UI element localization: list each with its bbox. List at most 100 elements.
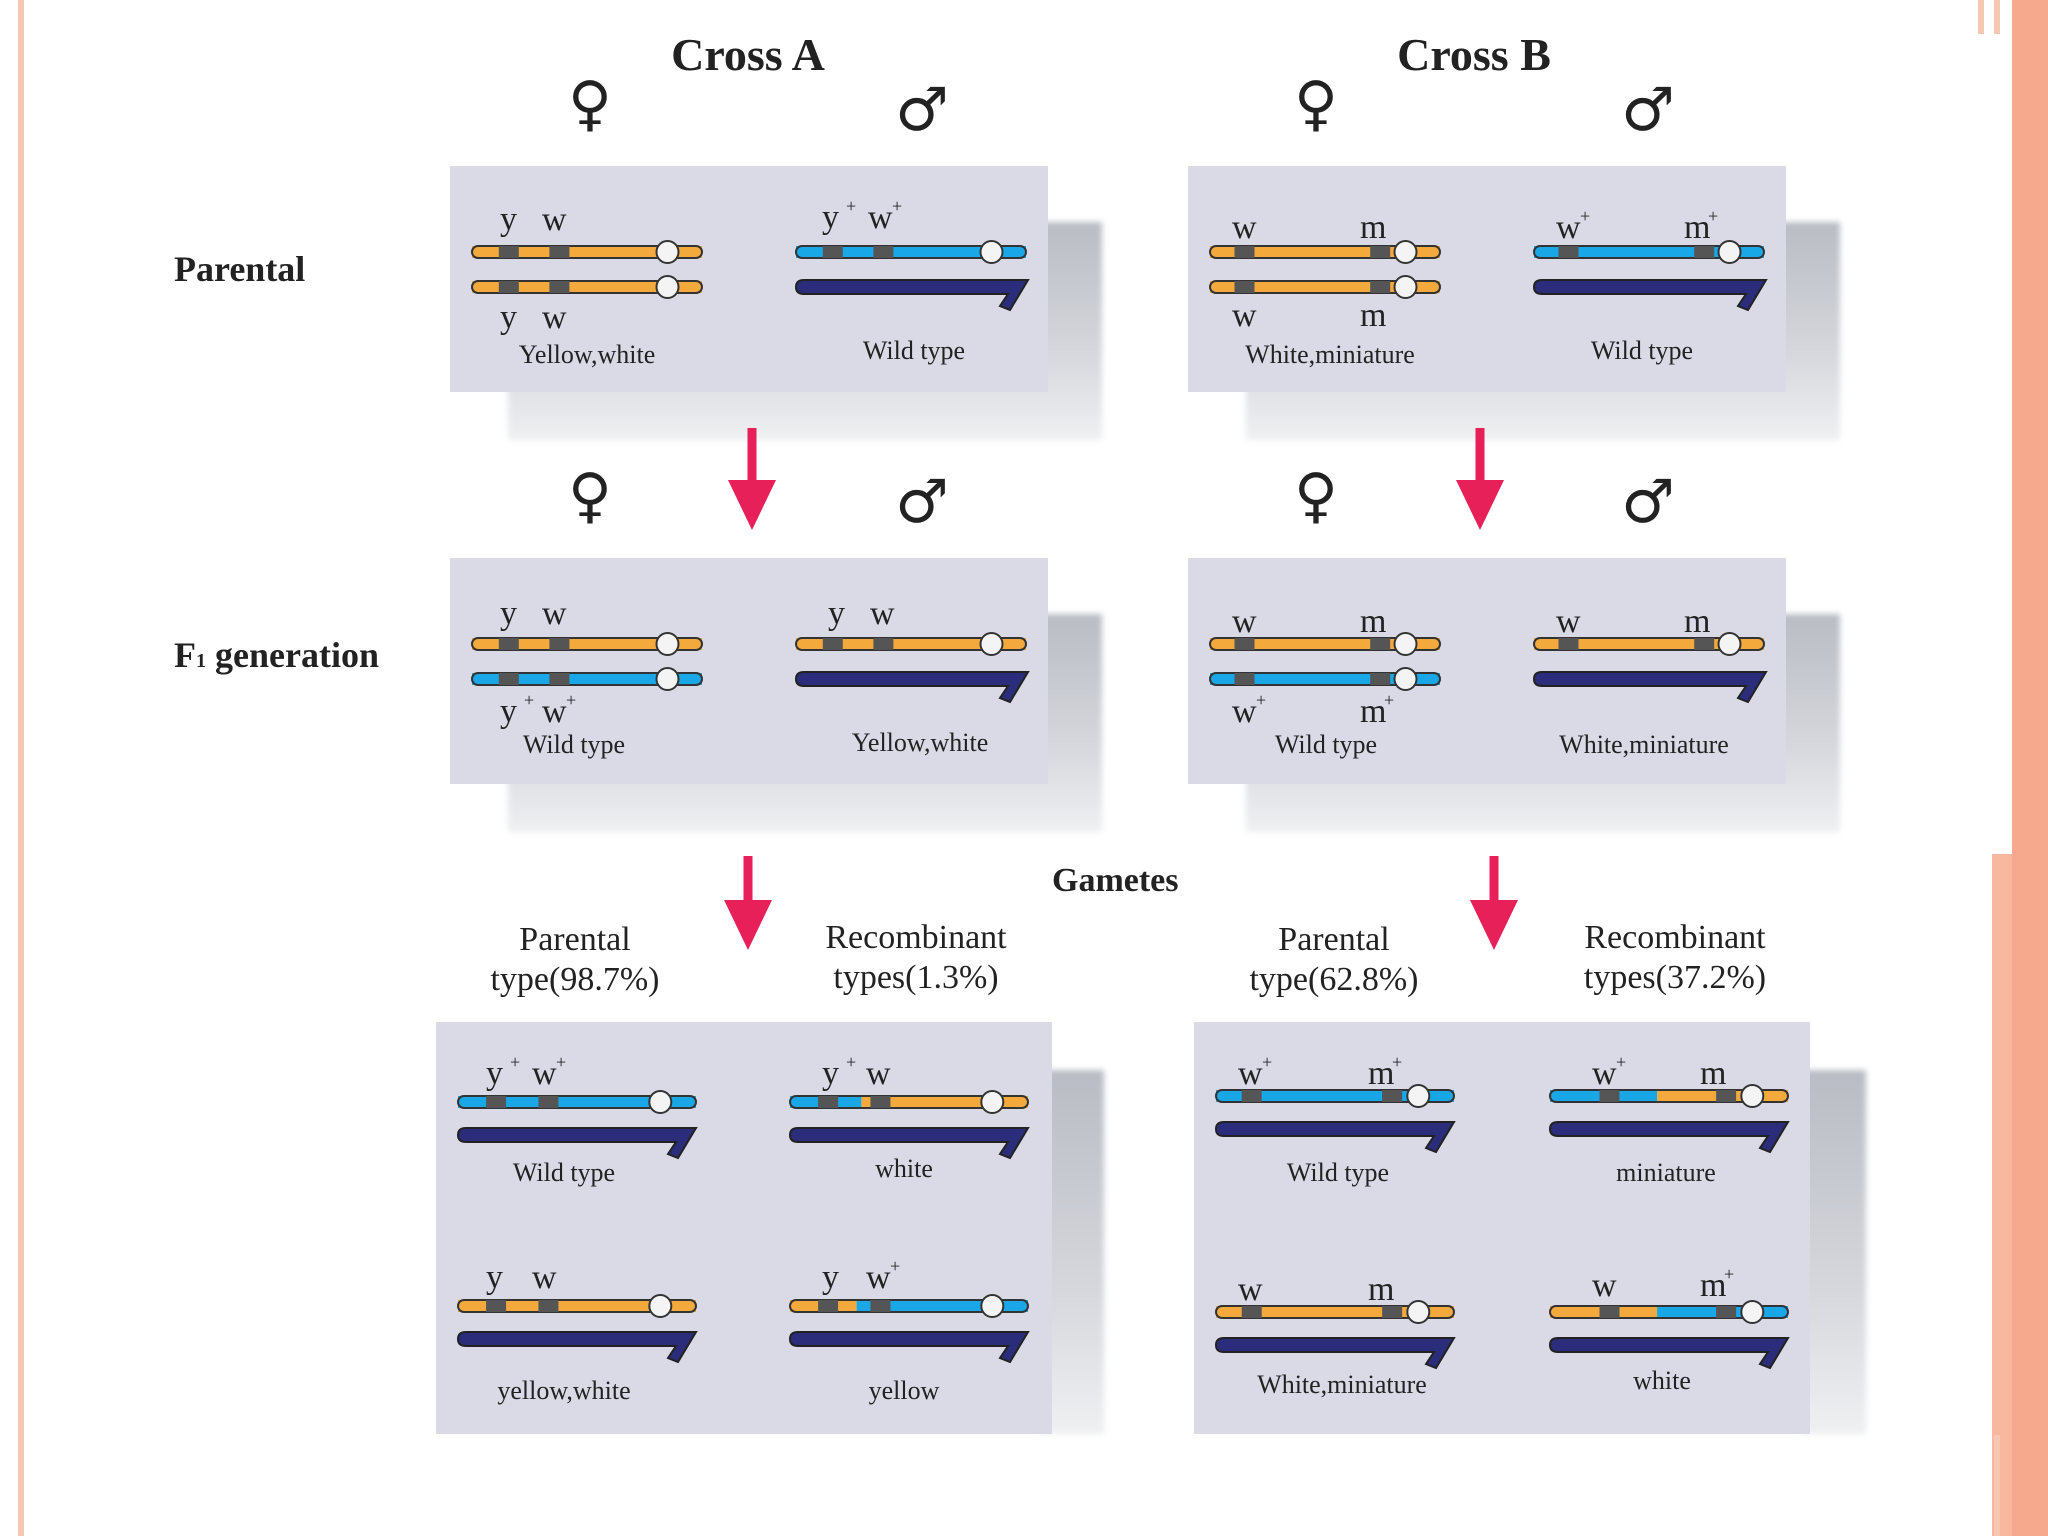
gene-label-y: y (500, 299, 517, 336)
svg-text:w: w (542, 595, 567, 632)
centromere (1717, 240, 1742, 264)
svg-text:+: + (890, 1256, 900, 1276)
x-chromosome (471, 632, 703, 656)
male-symbol: ♂ (895, 467, 949, 537)
svg-text:y: y (822, 1259, 839, 1296)
y-chromosome (456, 1331, 698, 1364)
right-border-stripe (1978, 0, 1984, 34)
svg-text:w: w (1238, 1271, 1263, 1308)
female-symbol: ♀ (568, 69, 612, 139)
gene-label-w-plus: w+ (532, 1052, 566, 1092)
svg-text:+: + (1580, 206, 1590, 226)
centromere (1406, 1300, 1431, 1324)
x-chromosome (1549, 1300, 1789, 1324)
svg-text:w: w (868, 199, 893, 236)
cross-b-f1-male-label: White,miniature (1559, 730, 1729, 759)
svg-text:+: + (510, 1052, 520, 1072)
gene-label-w-plus: w+ (1232, 690, 1266, 730)
cross-a-gamete-white-label: white (875, 1154, 933, 1183)
y-chromosome (794, 279, 1030, 312)
cross-a-gametes-panel (436, 1022, 1052, 1434)
cross-a-gamete-wild-type-label: Wild type (512, 1158, 616, 1187)
gene-label-w-plus: w+ (1592, 1052, 1626, 1092)
cross-b-gamete-white-label: white (1633, 1366, 1691, 1395)
svg-text:+: + (1384, 690, 1394, 710)
centromere (655, 632, 680, 656)
cross-b-f1-female-label: Wild type (1274, 730, 1378, 759)
svg-text:+: + (1724, 1264, 1734, 1284)
centromere (1393, 667, 1418, 691)
gene-label-m: m (1360, 603, 1386, 640)
svg-text:m: m (1684, 603, 1710, 640)
gene-label-w: w (1232, 603, 1257, 640)
x-chromosome (1209, 240, 1441, 264)
x-chromosome (1549, 1084, 1789, 1108)
gene-label-w: w (870, 595, 895, 632)
svg-text:w: w (1232, 209, 1257, 246)
gene-label-w: w (532, 1259, 557, 1296)
right-border-stripe (1994, 1435, 2000, 1536)
centromere (655, 240, 680, 264)
centromere (1740, 1300, 1765, 1324)
svg-text:w: w (1556, 603, 1581, 640)
svg-text:w: w (532, 1055, 557, 1092)
y-chromosome (788, 1127, 1030, 1160)
y-chromosome (456, 1127, 698, 1160)
svg-text:y: y (822, 1055, 839, 1092)
chromosome-layer (456, 240, 1790, 1370)
svg-text:w: w (1592, 1267, 1617, 1304)
row-label-f1-generation: F1 generation (174, 635, 379, 675)
left-border-stripe (18, 0, 24, 1536)
svg-text:+: + (524, 690, 534, 710)
svg-text:+: + (892, 196, 902, 216)
x-chromosome (1209, 632, 1441, 656)
svg-text:w: w (1238, 1055, 1263, 1092)
gene-label-y-plus: y+ (822, 196, 856, 236)
centromere (648, 1294, 673, 1318)
centromere (1393, 632, 1418, 656)
x-chromosome (471, 667, 703, 691)
x-chromosome (1209, 667, 1441, 691)
svg-text:m: m (1360, 603, 1386, 640)
cross-b-title: Cross B (1397, 29, 1551, 80)
svg-text:y: y (500, 595, 517, 632)
svg-text:w: w (866, 1259, 891, 1296)
gene-label-m: m (1684, 603, 1710, 640)
female-symbol: ♀ (568, 461, 612, 531)
gene-label-y: y (822, 1259, 839, 1296)
cross-b-gamete-wild-type-label: Wild type (1286, 1158, 1390, 1187)
svg-text:w: w (1592, 1055, 1617, 1092)
x-chromosome (471, 275, 703, 299)
x-chromosome (471, 240, 703, 264)
svg-text:w: w (1556, 209, 1581, 246)
svg-text:m: m (1368, 1055, 1394, 1092)
gene-label-m: m (1700, 1055, 1726, 1092)
y-chromosome (1532, 279, 1768, 312)
centromere (980, 1294, 1005, 1318)
centromere (655, 667, 680, 691)
panel-shadow (1800, 1070, 1866, 1434)
svg-text:y: y (500, 299, 517, 336)
centromere (655, 275, 680, 299)
centromere (1717, 632, 1742, 656)
right-border-stripe (1994, 0, 2000, 34)
right-border-stripe (1992, 854, 2012, 1536)
female-symbol: ♀ (1294, 461, 1338, 531)
gene-label-w: w (1232, 297, 1257, 334)
x-chromosome (1215, 1084, 1455, 1108)
gene-label-y-plus: y+ (486, 1052, 520, 1092)
x-chromosome (795, 632, 1027, 656)
gene-label-m-plus: m+ (1368, 1052, 1402, 1092)
svg-text:+: + (846, 196, 856, 216)
male-symbol: ♂ (895, 75, 949, 145)
cross-a-parent-female-label: Yellow,white (518, 340, 656, 369)
gene-label-w-plus: w+ (866, 1256, 900, 1296)
svg-text:y: y (828, 595, 845, 632)
svg-text:w: w (532, 1259, 557, 1296)
gene-label-w: w (542, 299, 567, 336)
centromere (1740, 1084, 1765, 1108)
gene-label-m: m (1360, 209, 1386, 246)
arrow-parental-to-f1-cross-b (1456, 428, 1504, 530)
